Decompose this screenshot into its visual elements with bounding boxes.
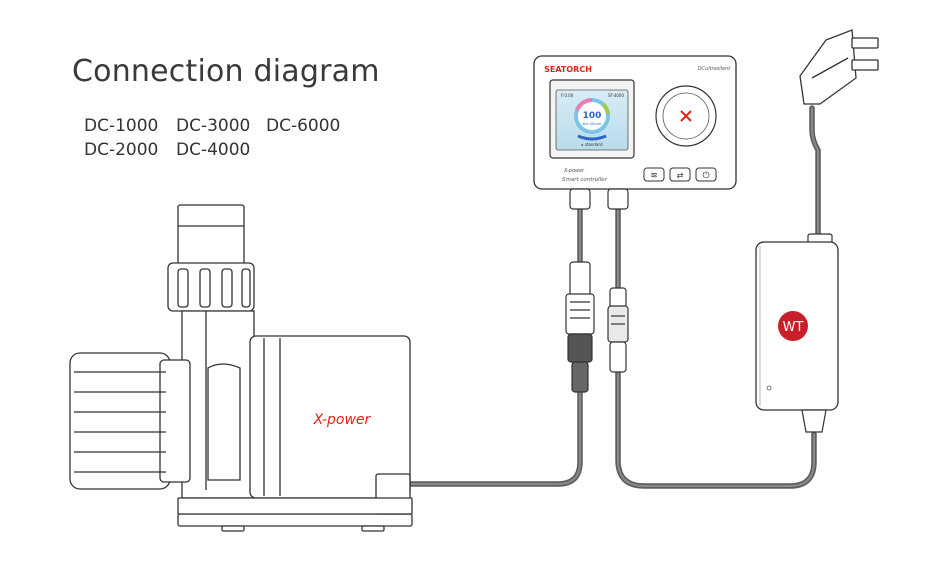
power-icon: ⏻ bbox=[702, 170, 709, 181]
controller-subtitle: Smart controller bbox=[562, 177, 607, 183]
controller-product-line: X-power bbox=[563, 168, 585, 174]
adapter-led-icon bbox=[766, 385, 772, 391]
screen-unit: the 40rpm bbox=[583, 122, 602, 126]
adapter-logo-badge bbox=[778, 311, 808, 341]
model-label: DC-2000 bbox=[84, 140, 159, 160]
model-label: DC-3000 bbox=[176, 116, 251, 136]
model-list: DC-1000 DC-3000 DC-6000 DC-2000 DC-4000 bbox=[84, 116, 364, 160]
mode-button bbox=[669, 167, 691, 182]
pump-outlet bbox=[177, 204, 245, 266]
wall-plug bbox=[799, 29, 879, 105]
adapter-logo-text: WT bbox=[783, 320, 804, 335]
screen-right-readout: SF:4000 bbox=[608, 93, 625, 98]
screen-footer: ▸ standard bbox=[581, 142, 602, 147]
controller-brand: SEATORCH bbox=[544, 65, 592, 74]
pump-strainer bbox=[69, 352, 171, 490]
pump-brand-label: X-power bbox=[313, 412, 372, 428]
pump bbox=[69, 204, 413, 532]
power-adapter bbox=[755, 233, 839, 433]
pump-base bbox=[177, 513, 413, 527]
controller-model-tag: DCultrasilent bbox=[698, 66, 732, 72]
power-connector bbox=[607, 287, 629, 373]
screen-left-readout: F:0.00 bbox=[561, 93, 574, 98]
model-label: DC-4000 bbox=[176, 140, 251, 160]
pump-connector bbox=[565, 261, 595, 393]
pump-cable bbox=[407, 389, 583, 487]
wifi-icon: ≋ bbox=[650, 171, 658, 181]
model-label: DC-1000 bbox=[84, 116, 159, 136]
power-button bbox=[695, 167, 717, 182]
page-title: Connection diagram bbox=[72, 54, 380, 89]
wifi-button bbox=[643, 167, 665, 182]
model-label: DC-6000 bbox=[266, 116, 341, 136]
mode-icon: ⇄ bbox=[677, 171, 684, 180]
controller: ≋ ⇄ ⏻ bbox=[533, 55, 737, 210]
screen-value: 100 bbox=[583, 111, 602, 121]
